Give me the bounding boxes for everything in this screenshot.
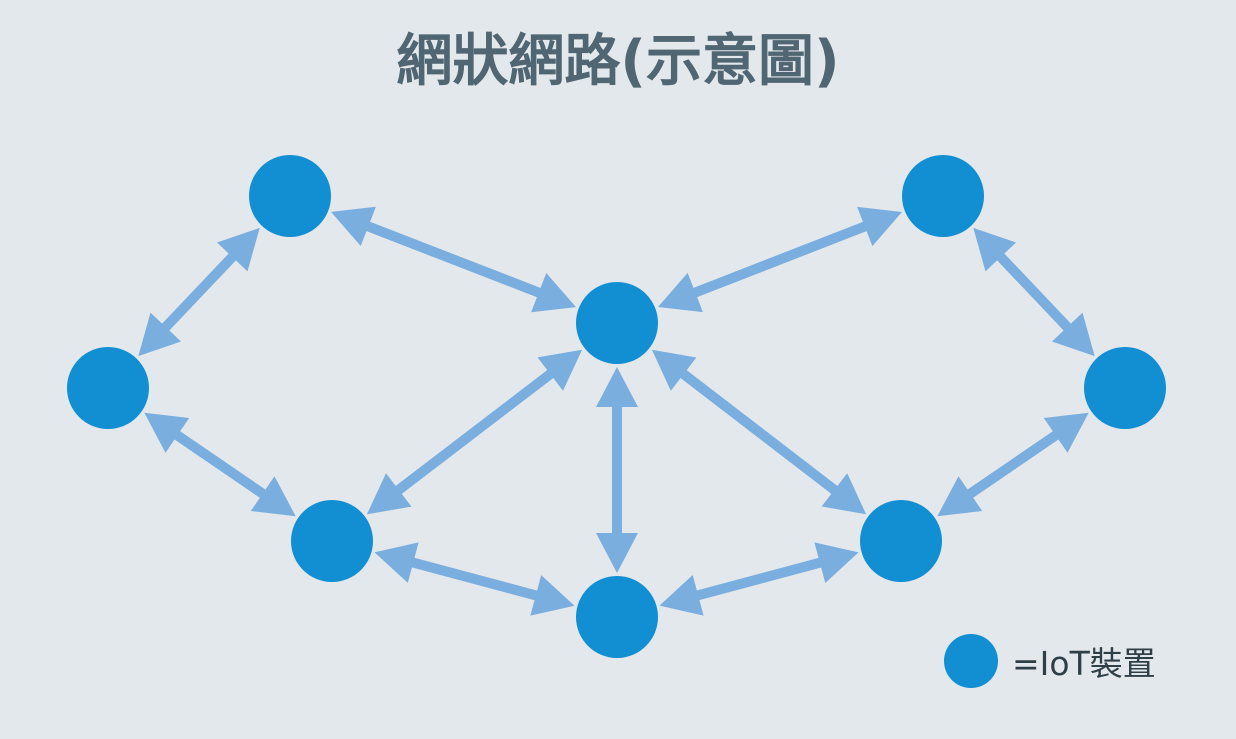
edge-far-right-bottom-right xyxy=(937,412,1089,517)
arrowhead-to-bottom-left xyxy=(374,542,419,583)
node-bottom-left xyxy=(291,500,373,582)
node-top-right xyxy=(902,155,984,237)
node-far-right xyxy=(1084,347,1166,429)
edge-shaft xyxy=(408,556,541,602)
edge-shaft xyxy=(693,556,825,602)
legend: =IoT裝置 xyxy=(944,634,1156,688)
edge-top-left-far-left xyxy=(138,227,260,357)
node-far-left xyxy=(67,347,149,429)
arrowhead-to-bottom-left xyxy=(250,476,296,517)
arrowhead-to-bottom-right xyxy=(937,476,983,517)
arrowhead-to-far-right xyxy=(1043,412,1089,453)
arrowhead-to-center xyxy=(658,272,703,313)
arrowhead-to-bottom-center xyxy=(530,575,575,616)
arrowhead-to-bottom-left xyxy=(366,473,412,515)
nodes-layer xyxy=(67,155,1166,658)
legend-label: =IoT裝置 xyxy=(1012,644,1156,683)
edge-bottom-right-bottom-center xyxy=(659,542,859,616)
arrowhead-to-bottom-center xyxy=(596,533,638,573)
edge-shaft xyxy=(994,250,1074,334)
arrowhead-to-bottom-right xyxy=(821,473,867,515)
node-top-left xyxy=(249,155,331,237)
edge-center-bottom-center xyxy=(596,367,638,573)
arrowhead-to-far-right xyxy=(1052,312,1095,357)
arrowhead-to-top-right xyxy=(857,206,902,247)
edge-top-right-far-right xyxy=(973,227,1095,357)
arrowhead-to-bottom-center xyxy=(659,575,704,616)
arrowhead-to-top-left xyxy=(217,227,260,272)
arrowhead-to-far-left xyxy=(138,312,181,357)
edge-bottom-left-bottom-center xyxy=(374,542,575,616)
arrowhead-to-far-left xyxy=(144,412,190,453)
edge-top-right-center xyxy=(658,206,902,313)
arrowhead-to-center xyxy=(651,349,697,391)
arrowhead-to-bottom-right xyxy=(814,542,859,583)
edge-center-bottom-right xyxy=(651,349,867,515)
edge-shaft xyxy=(964,428,1062,501)
arrowhead-to-center xyxy=(537,349,583,391)
edge-far-left-bottom-left xyxy=(144,412,296,517)
edge-center-bottom-left xyxy=(366,349,583,515)
arrowhead-to-top-left xyxy=(331,206,376,246)
node-center xyxy=(576,282,658,364)
diagram-title: 網狀網路(示意圖) xyxy=(396,29,840,94)
arrowhead-to-top-right xyxy=(973,227,1016,272)
edge-shaft xyxy=(362,220,545,299)
arrowhead-to-center xyxy=(596,367,638,407)
edge-top-left-center xyxy=(331,206,576,313)
edge-shaft xyxy=(159,250,239,334)
edge-shaft xyxy=(677,367,841,497)
edge-shaft xyxy=(392,367,557,497)
edge-shaft xyxy=(171,428,269,501)
edges-layer xyxy=(138,206,1095,616)
arrowhead-to-center xyxy=(531,273,576,313)
edge-shaft xyxy=(689,220,871,299)
iot-device-icon xyxy=(944,634,998,688)
node-bottom-center xyxy=(576,576,658,658)
node-bottom-right xyxy=(860,500,942,582)
